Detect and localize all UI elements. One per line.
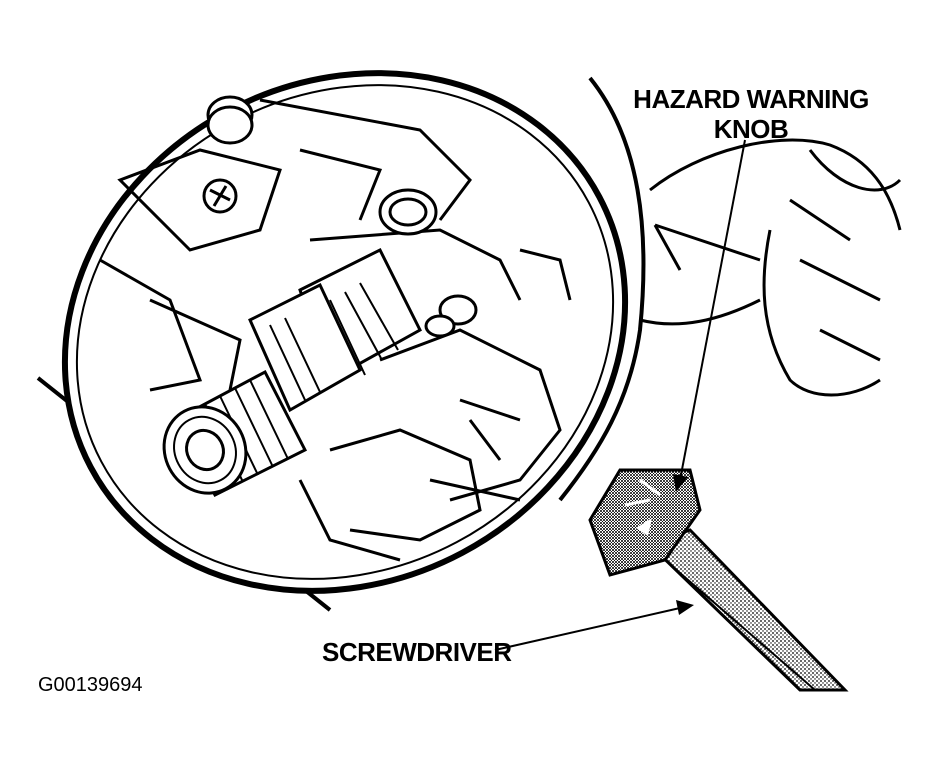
hub-studs <box>202 95 478 338</box>
hub-mechanism <box>99 98 572 562</box>
screwdriver-arrowhead <box>676 600 694 615</box>
hazard-warning-knob-label: HAZARD WARNING KNOB <box>628 86 874 142</box>
hazard-leader-line <box>679 139 746 481</box>
hazard-label-line-2: KNOB <box>713 114 789 144</box>
screwdriver-leader-line <box>494 607 681 651</box>
hazard-warning-knob <box>588 468 702 577</box>
steering-shaft <box>162 247 422 497</box>
hazard-label-line-1: HAZARD WARNING <box>633 84 869 114</box>
hazard-arrowhead <box>673 474 688 492</box>
switch-housing <box>639 138 902 397</box>
screwdriver-label: SCREWDRIVER <box>322 637 512 667</box>
callout-leaders <box>494 139 746 651</box>
figure-id: G00139694 <box>38 674 143 696</box>
